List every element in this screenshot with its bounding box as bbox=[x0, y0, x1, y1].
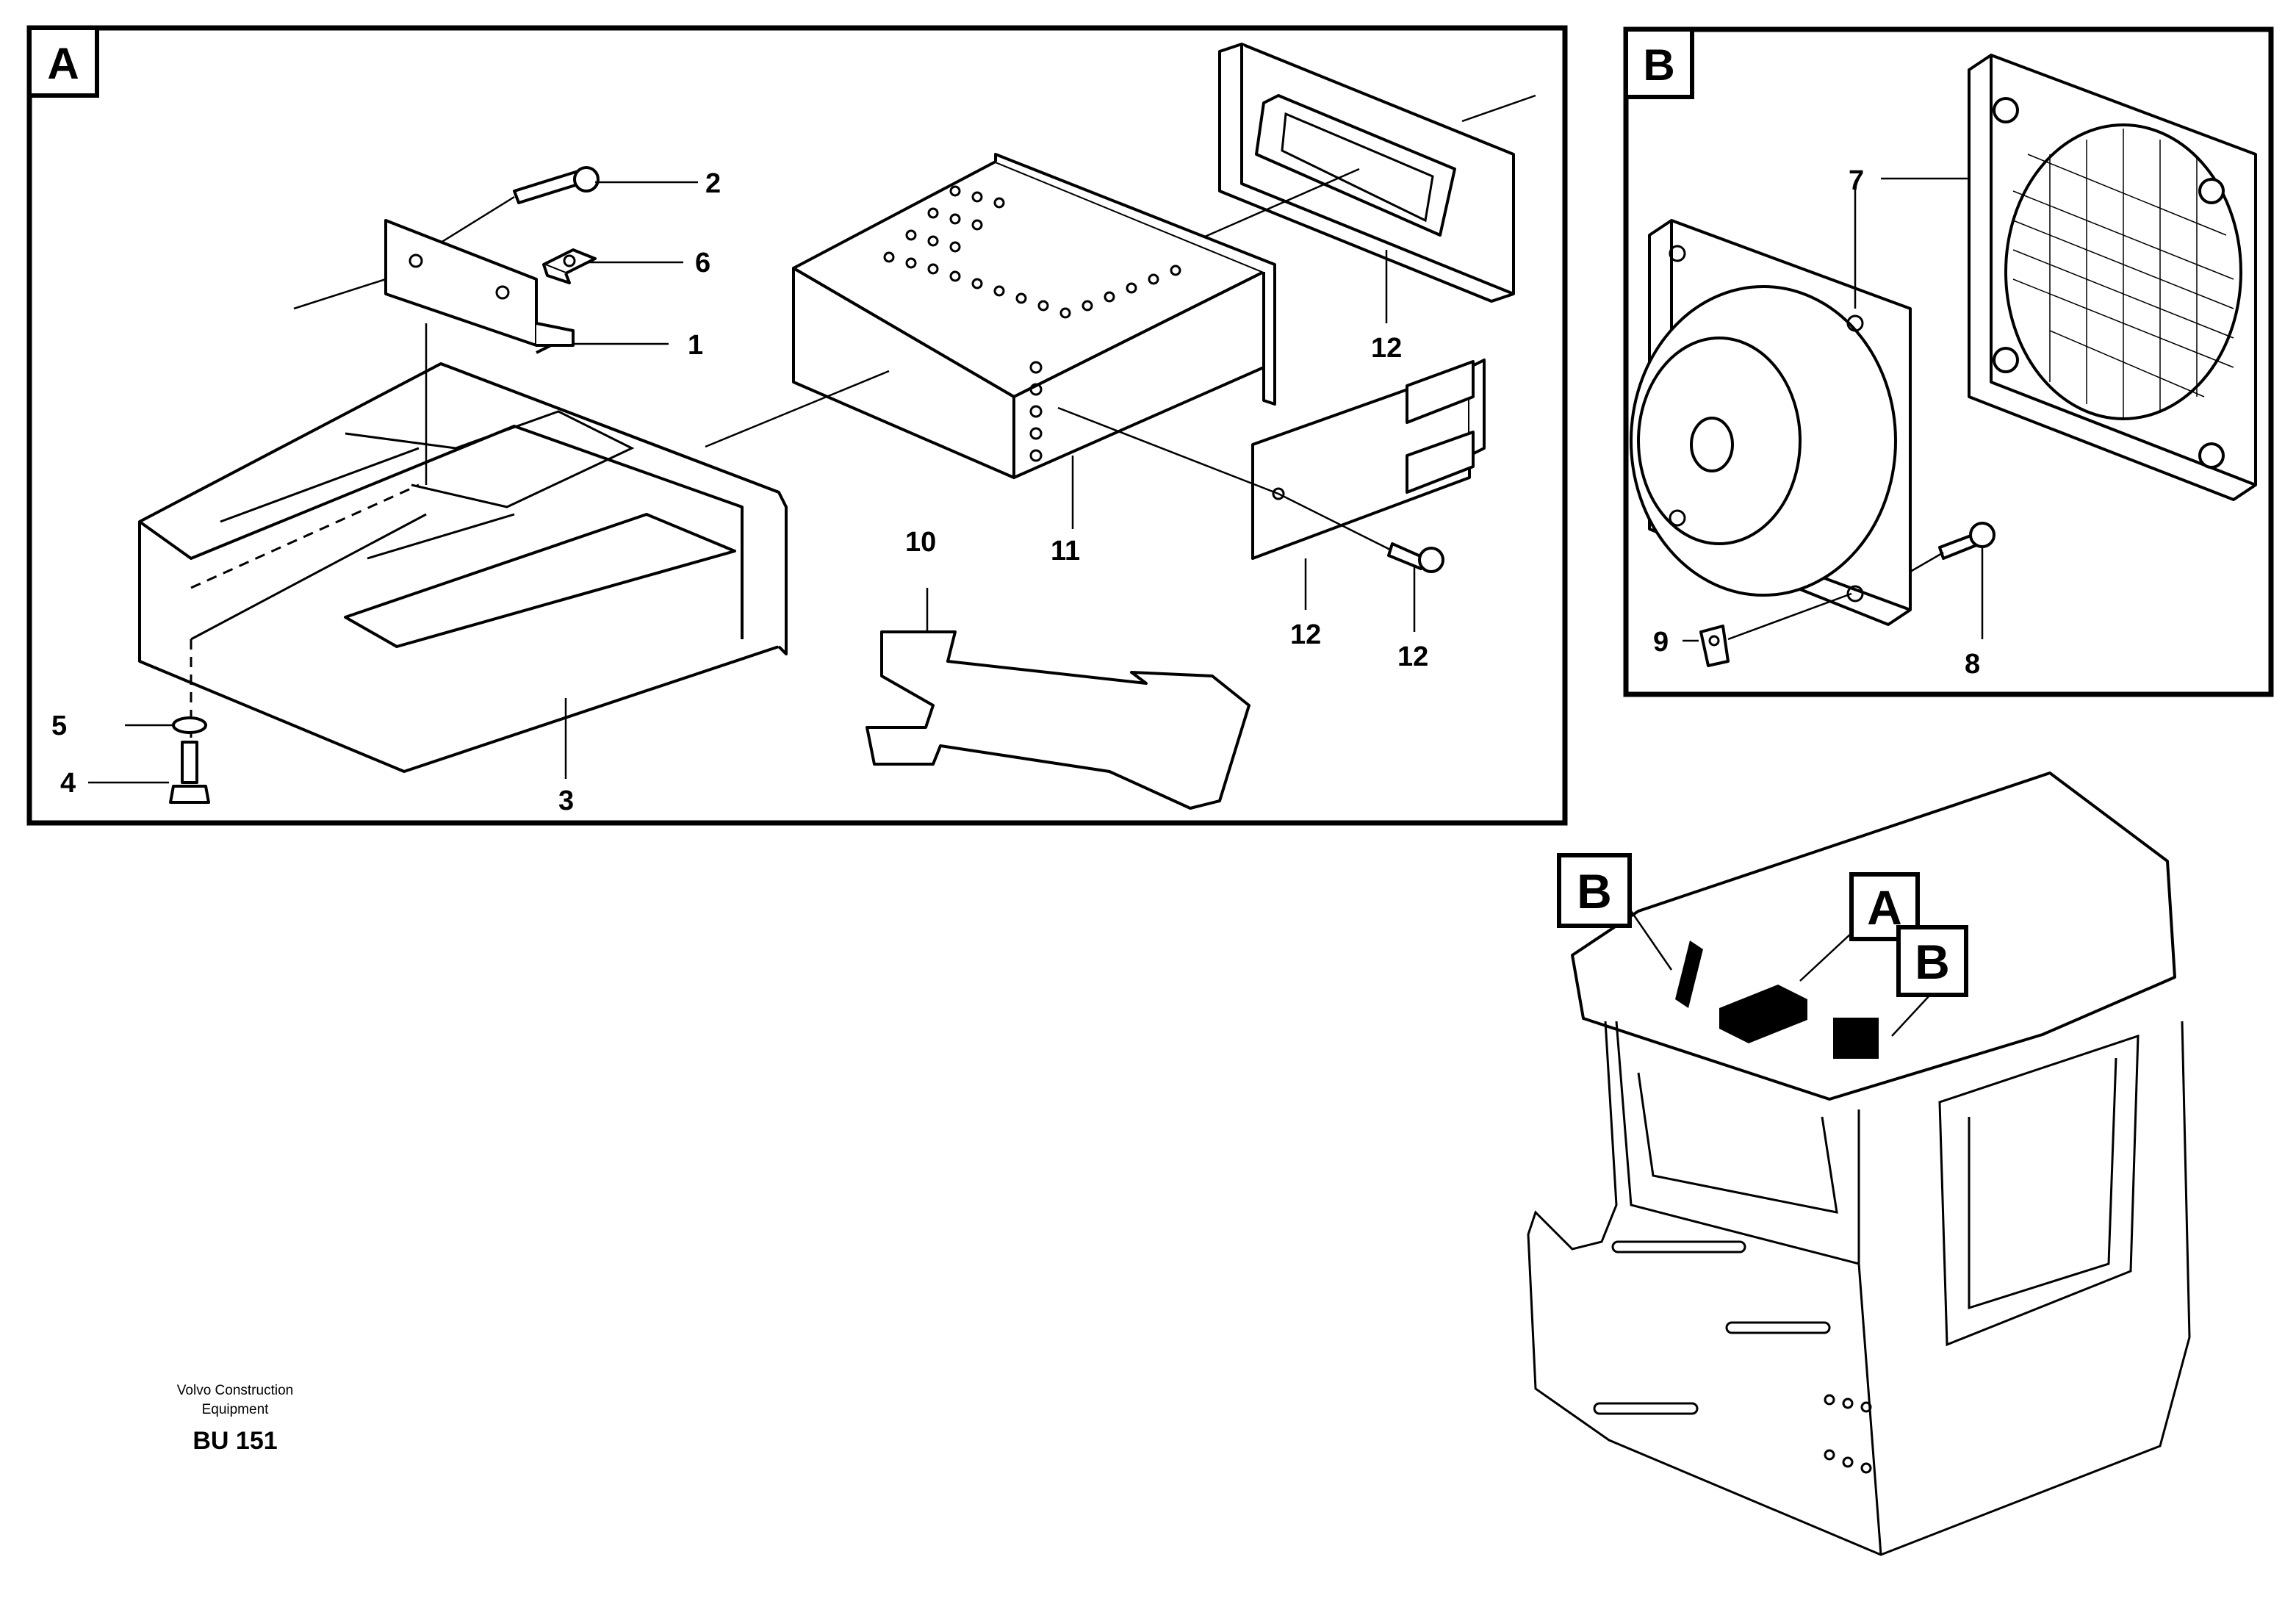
callout-9: 9 bbox=[1653, 627, 1669, 658]
panel-b: B bbox=[1623, 26, 2274, 697]
callout-10: 10 bbox=[905, 527, 936, 558]
callout-8: 8 bbox=[1965, 649, 1980, 680]
radio-holder-part bbox=[138, 323, 788, 773]
location-b-right-box bbox=[1896, 925, 1968, 997]
panel-b-letter: B bbox=[1643, 40, 1674, 90]
callout-2: 2 bbox=[705, 168, 721, 199]
callout-4: 4 bbox=[60, 768, 76, 799]
speaker-grille-part bbox=[1968, 54, 2257, 501]
speaker-part bbox=[1630, 219, 1912, 626]
speaker-screw-part bbox=[1910, 522, 1995, 639]
panel-a: A bbox=[26, 25, 1568, 826]
trim-frame-part bbox=[1204, 43, 1536, 303]
credit-block: Volvo Construction Equipment BU 151 bbox=[147, 1381, 323, 1456]
screw-part bbox=[440, 166, 600, 244]
panel-a-leaders bbox=[88, 181, 1416, 784]
panel-a-letter-box bbox=[27, 26, 99, 98]
callout-6: 6 bbox=[695, 248, 710, 278]
callout-12-frame: 12 bbox=[1371, 333, 1402, 364]
callout-1: 1 bbox=[688, 330, 703, 361]
callout-12-screw: 12 bbox=[1397, 641, 1428, 672]
radio-unit-part bbox=[705, 153, 1276, 479]
location-a-marker-shape bbox=[1719, 985, 1807, 1043]
plate-screw-part bbox=[1278, 492, 1444, 573]
panel-a-letter: A bbox=[47, 39, 79, 88]
speaker-clip-part bbox=[1683, 592, 1852, 667]
company-name: Volvo Construction Equipment bbox=[176, 1383, 294, 1417]
mounting-plate-part bbox=[1057, 359, 1486, 560]
callout-12-plate: 12 bbox=[1290, 619, 1321, 650]
washer-part bbox=[172, 716, 207, 734]
location-b-left-box bbox=[1557, 853, 1632, 928]
callout-3: 3 bbox=[558, 785, 574, 816]
mounting-bracket-part bbox=[866, 588, 1250, 810]
bolt-part bbox=[169, 741, 210, 804]
callout-5: 5 bbox=[51, 711, 67, 741]
callout-7: 7 bbox=[1849, 165, 1864, 196]
location-b-right-marker-shape bbox=[1833, 1018, 1879, 1059]
location-b-right-letter: B bbox=[1915, 935, 1950, 989]
panel-b-letter-box bbox=[1624, 27, 1694, 99]
callout-11: 11 bbox=[1051, 536, 1080, 566]
bracket-part bbox=[293, 219, 575, 354]
location-b-left-marker-shape bbox=[1675, 940, 1703, 1008]
location-a-letter: A bbox=[1867, 880, 1902, 935]
location-b-left-letter: B bbox=[1577, 864, 1612, 918]
drawing-code: BU 151 bbox=[192, 1427, 278, 1455]
speed-nut-part bbox=[542, 248, 597, 284]
